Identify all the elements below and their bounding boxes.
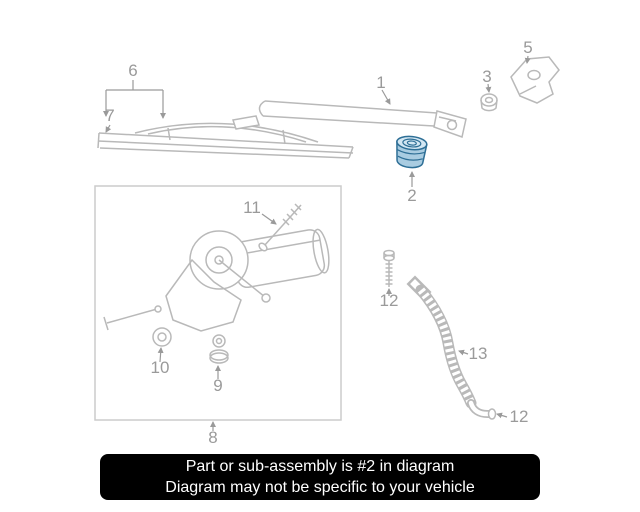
bushing xyxy=(152,327,172,347)
washer-set xyxy=(209,334,229,364)
callout-6: 6 xyxy=(128,61,137,80)
callout-13: 13 xyxy=(469,344,488,363)
callout-3: 3 xyxy=(482,67,491,86)
leader-lines xyxy=(103,55,531,431)
callout-10: 10 xyxy=(151,358,170,377)
nut-washer xyxy=(480,93,498,112)
screw xyxy=(258,203,302,252)
caption-line2: Diagram may not be specific to your vehi… xyxy=(165,479,475,496)
callout-8: 8 xyxy=(208,428,217,447)
callout-12-upper: 12 xyxy=(380,291,399,310)
callout-7: 7 xyxy=(105,106,114,125)
callout-1: 1 xyxy=(376,73,385,92)
caption-bar: Part or sub-assembly is #2 in diagram Di… xyxy=(100,454,540,500)
wiper-arm xyxy=(258,100,467,138)
washer-hose xyxy=(406,275,497,420)
callout-11: 11 xyxy=(243,198,261,217)
wiper-blade xyxy=(97,115,354,159)
stud-bolt xyxy=(383,249,395,287)
callout-2: 2 xyxy=(407,186,416,205)
grommet-highlighted xyxy=(396,135,428,169)
callout-labels: 1 2 3 5 6 7 8 9 10 11 12 13 12 xyxy=(105,38,532,447)
caption-line1: Part or sub-assembly is #2 in diagram xyxy=(185,458,455,475)
wiper-motor xyxy=(103,228,330,332)
callout-12-lower: 12 xyxy=(510,407,529,426)
callout-5: 5 xyxy=(523,38,532,57)
cover-cap xyxy=(510,56,560,104)
motor-subassembly-box xyxy=(94,185,342,421)
callout-9: 9 xyxy=(213,376,222,395)
